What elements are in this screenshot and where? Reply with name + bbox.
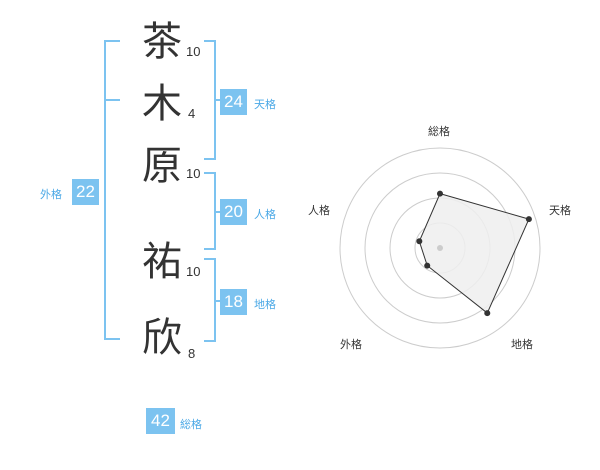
name-char-3: 原 <box>142 143 182 189</box>
radar-label-jinkaku: 人格 <box>308 204 330 217</box>
radar-point-4 <box>424 262 431 269</box>
tenkaku-label: 天格 <box>254 98 276 111</box>
gaikaku-label: 外格 <box>40 188 62 201</box>
chikaku-tick <box>214 300 222 302</box>
gaikaku-value-badge: 22 <box>72 179 99 205</box>
stroke-count-5: 8 <box>188 346 196 361</box>
name-char-5: 欣 <box>142 315 182 361</box>
radar-center <box>437 245 443 251</box>
stroke-count-1: 10 <box>186 44 201 59</box>
gaikaku-bracket <box>104 40 120 340</box>
radar-label-tenkaku: 天格 <box>549 204 571 217</box>
radar-point-2 <box>525 216 532 223</box>
radar-point-1 <box>437 190 443 197</box>
chikaku-label: 地格 <box>254 298 276 311</box>
radar-label-soukaku: 総格 <box>428 125 450 138</box>
tenkaku-value-badge: 24 <box>220 89 247 115</box>
jinkaku-value-badge: 20 <box>220 199 247 225</box>
radar-point-5 <box>416 238 423 245</box>
stroke-count-4: 10 <box>186 264 201 279</box>
radar-ring-4 <box>339 147 541 349</box>
jinkaku-label: 人格 <box>254 208 276 221</box>
gaikaku-bracket-mid-tick <box>104 99 120 101</box>
chikaku-value-badge: 18 <box>220 289 247 315</box>
name-char-2: 木 <box>142 81 182 127</box>
radar-point-3 <box>484 310 491 317</box>
stroke-count-2: 4 <box>188 106 196 121</box>
stroke-count-3: 10 <box>186 166 201 181</box>
radar-area <box>418 193 530 314</box>
name-char-4: 祐 <box>142 239 182 285</box>
tenkaku-tick <box>214 99 222 101</box>
jinkaku-tick <box>214 211 222 213</box>
radar-label-chikaku: 地格 <box>511 338 533 351</box>
radar-label-gaikaku: 外格 <box>340 338 362 351</box>
soukaku-label: 総格 <box>180 418 202 431</box>
soukaku-value-badge: 42 <box>146 408 175 434</box>
name-char-1: 茶 <box>142 19 182 65</box>
